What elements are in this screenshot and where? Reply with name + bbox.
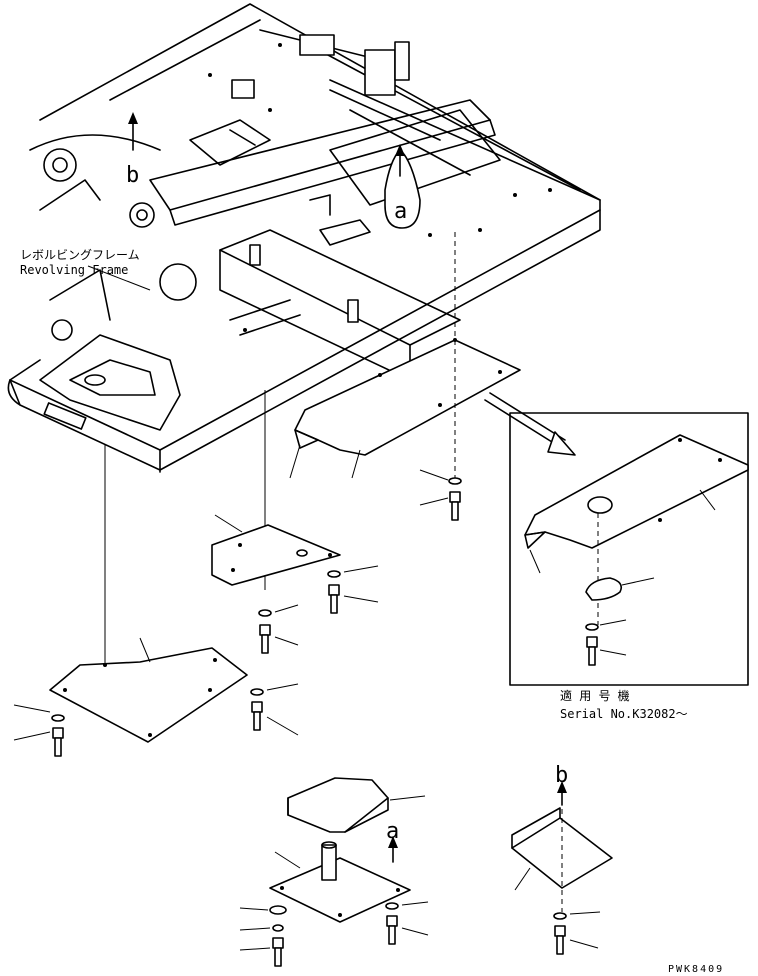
drawing-code: PWK8409 [668,964,724,975]
under-cover-middle [211,514,341,586]
under-cover-left [49,637,248,743]
bolt-set-left-2 [250,683,299,736]
frame-label: レボルビングフレーム Revolving Frame [20,248,151,291]
bolt-set-right-cover [419,469,462,521]
bolt-set-middle-2 [258,604,299,654]
bolt-set-lower-middle [385,901,429,945]
ref-label-b-top: b [126,163,139,188]
frame-label-en: Revolving Frame [20,263,128,277]
bolt-set-left-1 [13,704,65,757]
serial-label-jp: 適 用 号 機 [560,688,630,703]
bolt-set-lower-right [553,911,601,955]
bracket-cover: b [511,763,613,912]
bolt-set-middle-1 [327,565,379,614]
ref-arrow-b-top: b [126,112,139,188]
mounting-plate: a [269,819,411,923]
cover-block [287,777,426,833]
ref-label-a-top: a [394,199,407,224]
ref-arrow-a-top: a [384,144,421,229]
revolving-frame [7,3,601,473]
under-cover-right [289,338,521,479]
frame-label-jp: レボルビングフレーム [20,248,140,262]
serial-label-en: Serial No.K32082～ [560,707,688,721]
inset-detail-box [509,412,749,686]
ref-label-a-bottom: a [386,819,399,844]
ref-label-b-bottom: b [555,763,568,788]
detail-arrow [484,392,576,456]
bolt-set-lower-left [239,905,287,967]
